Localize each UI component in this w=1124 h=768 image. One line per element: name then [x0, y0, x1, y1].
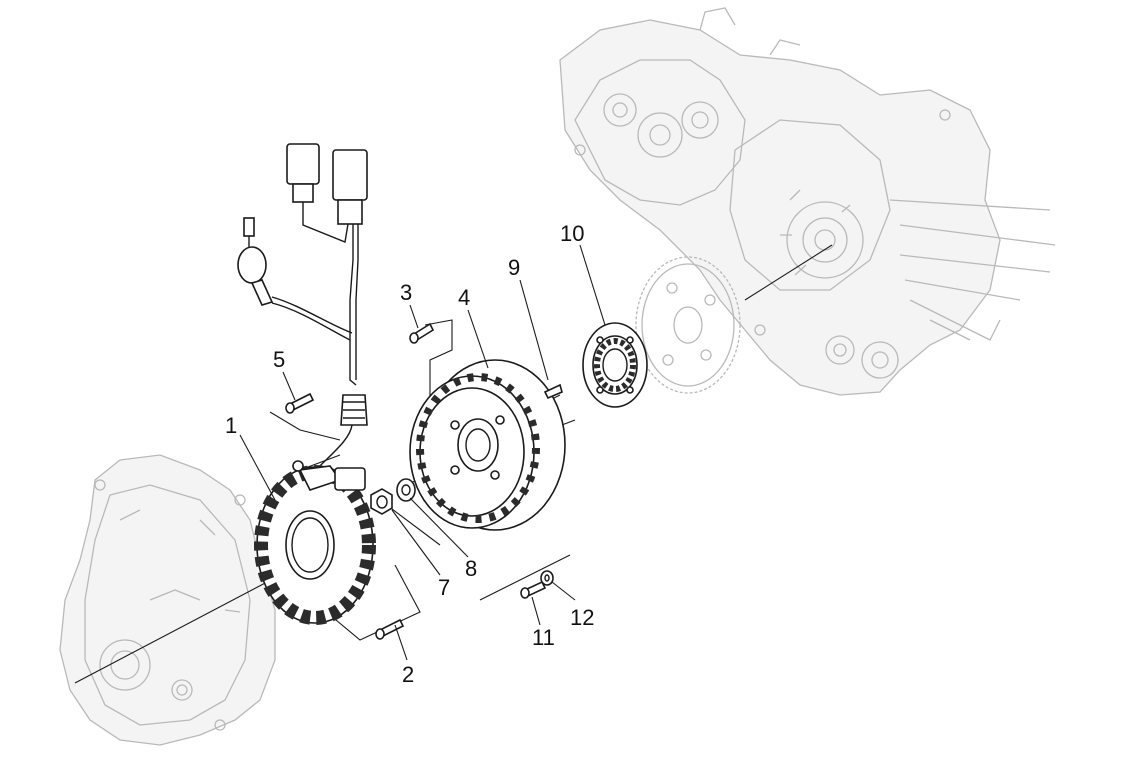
callout-11: 11: [532, 625, 555, 650]
woodruff-key: [543, 383, 563, 400]
flywheel-rotor: [409, 359, 566, 531]
callout-8: 8: [465, 556, 477, 581]
callout-12: 12: [570, 605, 594, 630]
stator: [254, 460, 376, 625]
washer-12: [540, 570, 554, 586]
generator-cover-ghost: [59, 454, 276, 746]
wiring-harness: [237, 143, 368, 471]
callout-labels: 1 2 3 4 5 7 8 9 10 11 12: [225, 221, 594, 687]
callout-10: 10: [560, 221, 584, 246]
nut: [370, 488, 393, 515]
screw-2: [375, 618, 405, 640]
screw-11: [520, 580, 547, 599]
callout-3: 3: [400, 280, 412, 305]
washer: [396, 478, 416, 502]
callout-9: 9: [508, 255, 520, 280]
screw-5: [285, 392, 315, 414]
callout-4: 4: [458, 285, 470, 310]
callout-2: 2: [402, 662, 414, 687]
callout-leaders: [239, 244, 606, 661]
callout-5: 5: [273, 347, 285, 372]
callout-1: 1: [225, 413, 237, 438]
callout-7: 7: [438, 575, 450, 600]
freewheel-bearing: [582, 322, 648, 408]
screw-3: [409, 322, 435, 344]
ring-gear-ghost: [635, 256, 741, 394]
